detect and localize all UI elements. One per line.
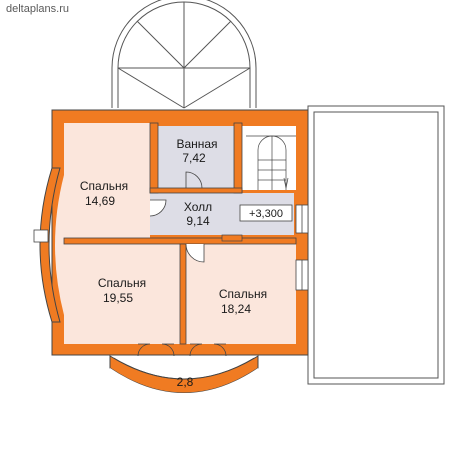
windows xyxy=(33,204,309,291)
doors xyxy=(137,171,227,357)
hall-name: Холл xyxy=(184,200,212,214)
bedroom-2-name: Спальня xyxy=(98,276,146,290)
bottom-balcony-floor xyxy=(110,368,258,396)
left-bay-interior xyxy=(55,175,64,315)
hall-inner-wall xyxy=(221,234,243,242)
bedroom-2-area-value: 19,55 xyxy=(103,291,133,305)
stairwell-area xyxy=(242,126,296,190)
bedroom-1-name: Спальня xyxy=(80,179,128,193)
bedroom-1-area xyxy=(64,123,150,238)
upper-terrace xyxy=(111,0,257,109)
bathroom-area xyxy=(158,126,234,188)
bottom-balcony-inner xyxy=(113,357,255,380)
balcony-dimension: 2,8 xyxy=(177,375,194,389)
staircase xyxy=(246,135,296,190)
level-mark-box xyxy=(239,204,293,222)
bathroom-area-value: 7,42 xyxy=(182,151,206,165)
bedroom-3-name: Спальня xyxy=(219,287,267,301)
site-watermark: deltaplans.ru xyxy=(6,3,69,15)
hall-area-value: 9,14 xyxy=(186,214,210,228)
interior-walls xyxy=(63,122,297,345)
right-terrace xyxy=(307,105,445,385)
left-bay-wall xyxy=(39,167,61,323)
bedroom-3-area-value: 18,24 xyxy=(221,302,251,316)
bedroom-1-area-value: 14,69 xyxy=(85,194,115,208)
level-mark: +3,300 xyxy=(249,208,283,220)
bathroom-name: Ванная xyxy=(176,137,217,151)
bedroom-2-area xyxy=(64,244,180,344)
